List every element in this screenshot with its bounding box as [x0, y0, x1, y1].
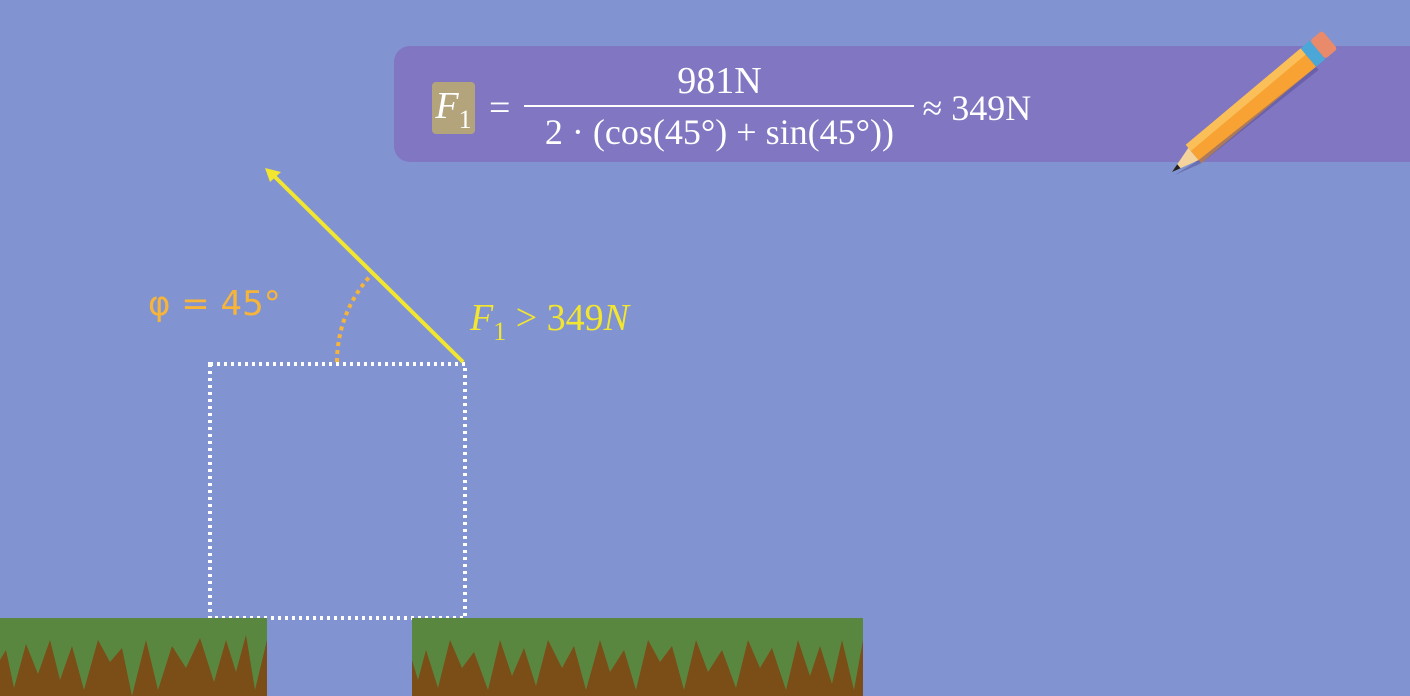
angle-arc	[335, 270, 376, 363]
ground-left	[0, 618, 267, 696]
formula-fraction: 981N 2 · (cos(45°) + sin(45°))	[524, 60, 915, 155]
force-label-unit: N	[603, 297, 630, 339]
formula-lhs-sub: 1	[458, 105, 472, 134]
formula-lhs-var: F	[435, 85, 459, 127]
force-label-sub: 1	[493, 317, 507, 346]
formula-denominator: 2 · (cos(45°) + sin(45°))	[544, 112, 894, 152]
fraction-bar	[524, 105, 915, 107]
force-label-var: F	[470, 297, 494, 339]
force-label: F1 > 349N	[470, 296, 630, 346]
pencil-icon	[1172, 31, 1337, 176]
dotted-box	[208, 362, 467, 620]
formula-equals: =	[489, 87, 511, 129]
formula-numerator: 981N	[677, 60, 762, 102]
formula-result: ≈ 349N	[922, 88, 1032, 128]
force-label-relation: > 349	[506, 297, 604, 339]
ground-right	[412, 618, 863, 696]
force-arrow-shaft	[272, 174, 465, 364]
force-arrow-head	[265, 168, 281, 182]
angle-label: φ = 45°	[148, 284, 281, 324]
